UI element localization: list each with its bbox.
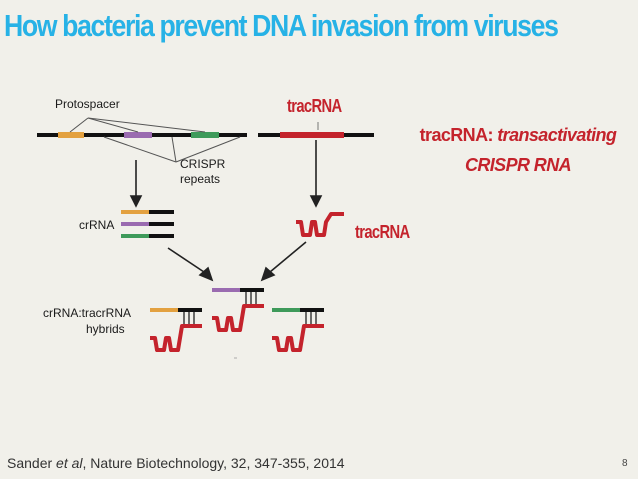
protospacer-label: Protospacer [55, 97, 120, 111]
hybrids-label-2: hybrids [86, 322, 125, 336]
hybrid-orange [150, 308, 202, 352]
page-number: 8 [622, 458, 628, 469]
spacer-green [191, 132, 219, 138]
crrna-label: crRNA [79, 218, 115, 232]
tracrna-side-label: tracRNA [355, 222, 410, 242]
definition-meaning-1: transactivating [497, 125, 617, 145]
citation-et-al: et al [56, 455, 83, 471]
arrows [129, 140, 323, 282]
hybrids-label-1: crRNA:tracrRNA [43, 306, 132, 320]
spacer-orange [58, 132, 84, 138]
protospacer-pointers [69, 117, 241, 163]
tracrna-definition: tracRNA: transactivating CRISPR RNA [408, 120, 628, 180]
slide-title: How bacteria prevent DNA invasion from v… [4, 8, 559, 43]
definition-meaning-2: CRISPR RNA [464, 155, 572, 175]
hybrid-purple [212, 288, 264, 359]
crispr-locus [37, 132, 247, 138]
citation: Sander et al, Nature Biotechnology, 32, … [7, 455, 345, 471]
tracrrna-gene [258, 122, 374, 138]
crispr-repeats-label-1: CRISPR [180, 157, 226, 171]
tracrna-top-label: tracRNA [287, 96, 342, 116]
hybrid-green [272, 308, 324, 352]
citation-rest: , Nature Biotechnology, 32, 347-355, 201… [82, 455, 345, 471]
definition-term: tracRNA: [419, 125, 494, 145]
spacer-purple [124, 132, 152, 138]
crrna-stack [121, 210, 174, 238]
crispr-repeats-label-2: repeats [180, 172, 221, 186]
tracrrna-molecule [296, 212, 344, 237]
citation-authors: Sander [7, 455, 53, 471]
